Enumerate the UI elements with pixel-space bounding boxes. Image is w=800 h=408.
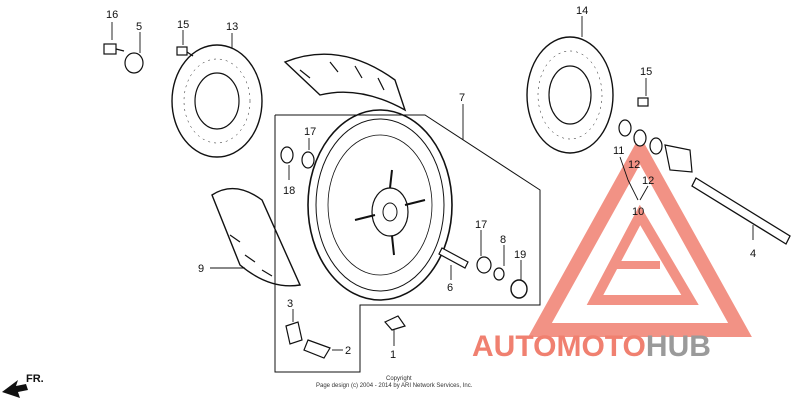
bolt-15-right	[637, 97, 649, 107]
brake-disc-left	[171, 44, 263, 158]
seal-12a	[633, 129, 647, 147]
dust-seal-left	[301, 151, 315, 169]
part-label-10: 10	[632, 206, 644, 218]
part-label-15-right: 15	[640, 66, 652, 78]
part-label-18: 18	[283, 185, 295, 197]
copyright-line-2: Page design (c) 2004 - 2014 by ARI Netwo…	[316, 383, 473, 389]
watermark-logo	[528, 135, 752, 337]
seal-19	[510, 279, 528, 299]
part-label-6: 6	[447, 282, 453, 294]
part-label-11: 11	[613, 145, 624, 157]
part-label-7: 7	[459, 92, 465, 104]
watermark-text: AUTOMOTOHUB	[472, 330, 711, 363]
part-label-19: 19	[514, 249, 526, 261]
copyright-line-1: Copyright	[386, 376, 412, 382]
bracket-3	[285, 321, 303, 345]
axle-4	[691, 177, 791, 245]
bearing-17b	[476, 256, 492, 274]
leader-lines	[111, 16, 754, 351]
part-label-15-left: 15	[177, 19, 189, 31]
part-label-14: 14	[576, 5, 588, 17]
clip-1	[384, 315, 406, 331]
ring-8	[493, 267, 505, 281]
part-label-3: 3	[287, 298, 293, 310]
valve-2	[303, 339, 331, 359]
part-label-16: 16	[106, 9, 118, 21]
tire-section-lower	[211, 187, 302, 287]
part-label-17-left: 17	[304, 126, 316, 138]
part-label-2: 2	[345, 345, 351, 357]
tire-section-upper	[283, 53, 407, 112]
spacer-6	[438, 247, 469, 269]
bolt-15-left	[176, 46, 194, 57]
hub-collar-11	[618, 119, 632, 137]
seal-12b	[649, 137, 663, 155]
bolt-16	[103, 43, 125, 55]
brake-disc-right	[526, 36, 614, 154]
gearbox-10	[664, 144, 693, 173]
part-label-12-upper: 12	[628, 159, 640, 171]
direction-label: FR.	[26, 373, 44, 385]
part-label-9: 9	[198, 263, 204, 275]
assembly-frame	[274, 114, 541, 373]
part-label-17-right: 17	[475, 219, 487, 231]
part-label-5: 5	[136, 21, 142, 33]
part-label-4: 4	[750, 248, 756, 260]
front-direction-arrow	[2, 380, 28, 398]
part-label-1: 1	[390, 349, 396, 361]
part-label-8: 8	[500, 234, 506, 246]
part-label-13: 13	[226, 21, 238, 33]
wheel-rim	[307, 109, 453, 301]
collar-5	[124, 52, 144, 74]
part-label-12-lower: 12	[642, 175, 654, 187]
watermark-text-part1: AUTOMOTO	[472, 330, 646, 363]
bearing-left	[280, 146, 294, 164]
watermark-text-part2: HUB	[646, 330, 711, 363]
